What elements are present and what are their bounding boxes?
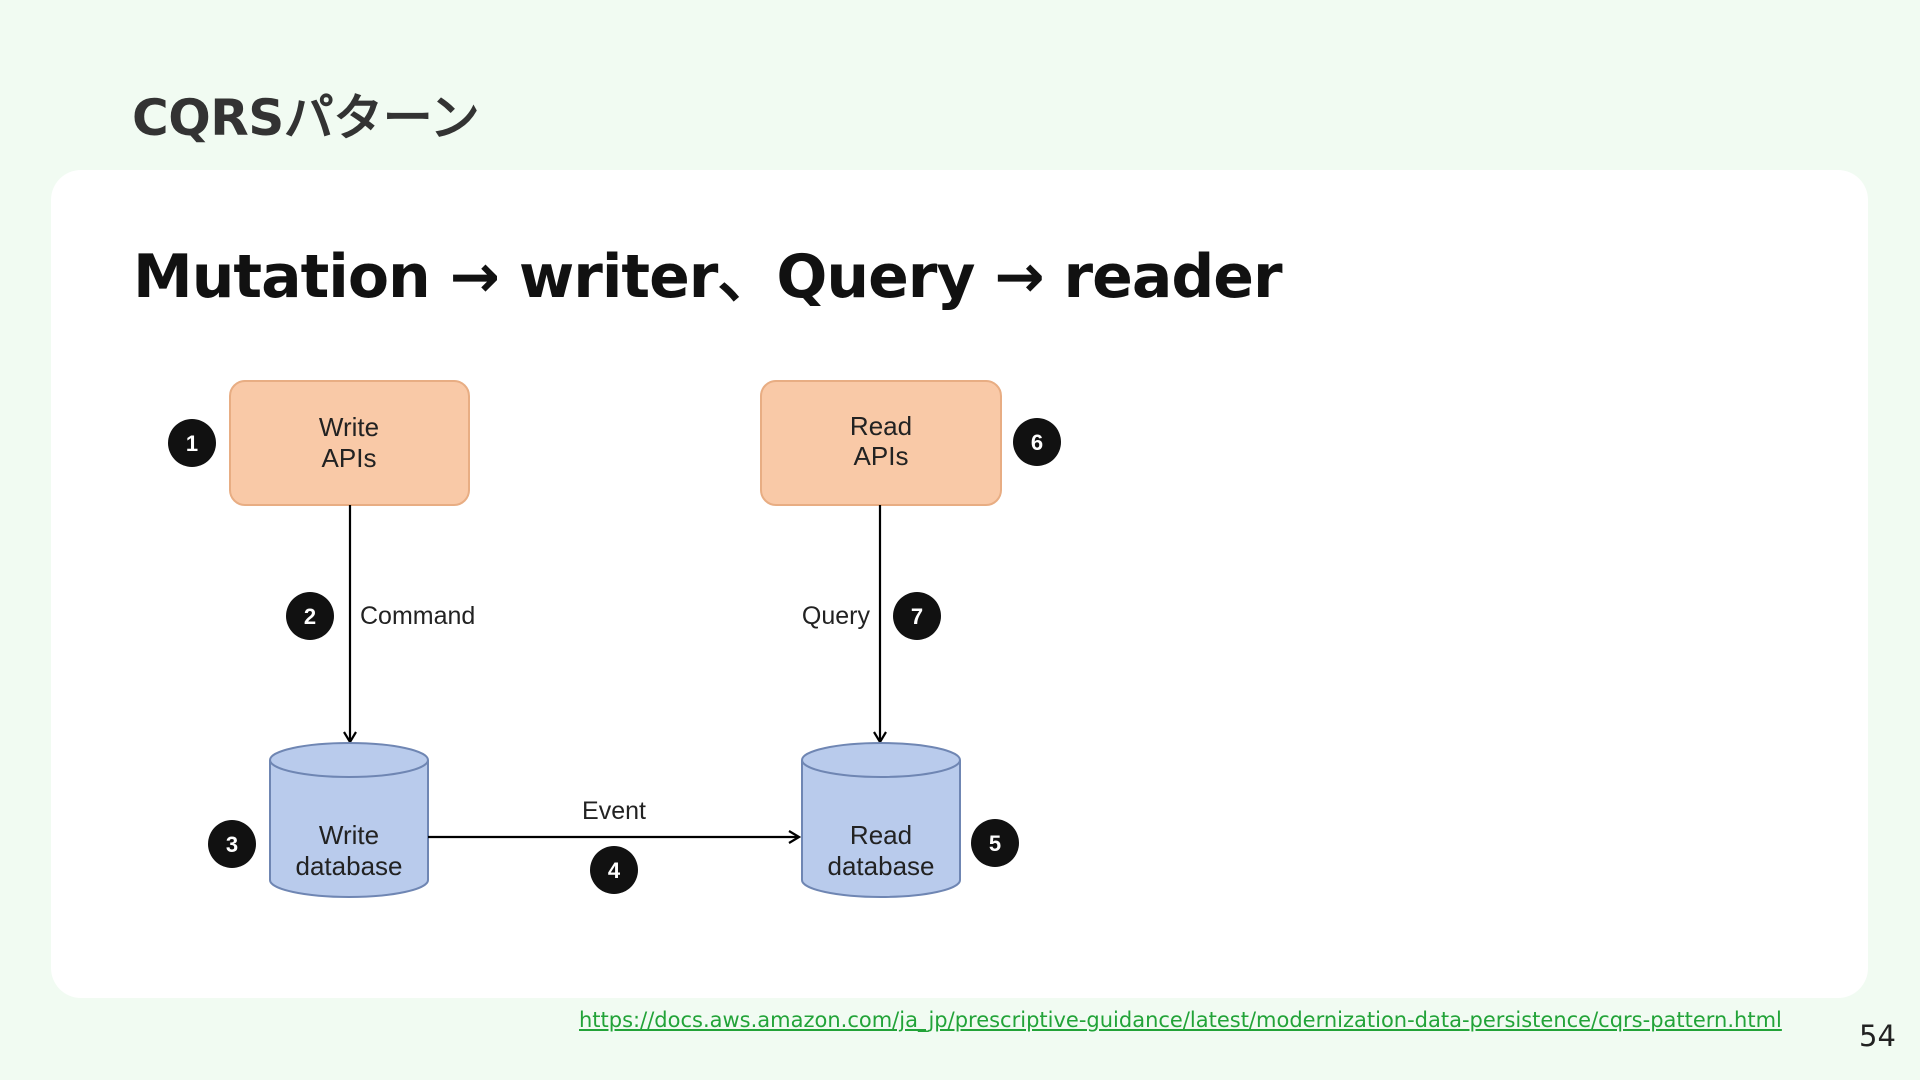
write-database-label-2: database [296, 851, 403, 881]
query-edge: Query [802, 505, 880, 742]
svg-text:7: 7 [911, 604, 923, 629]
slide-title: CQRSパターン [132, 89, 480, 147]
svg-text:6: 6 [1031, 430, 1043, 455]
read-apis-label-1: Read [850, 411, 912, 441]
event-label: Event [582, 797, 646, 825]
headline: Mutation → writer、Query → reader [133, 242, 1283, 312]
read-database-label-1: Read [850, 820, 912, 850]
command-edge: Command [350, 505, 475, 742]
badge-5: 5 [971, 819, 1019, 867]
badge-4: 4 [590, 846, 638, 894]
read-apis-node: Read APIs [760, 380, 1002, 506]
svg-text:3: 3 [226, 832, 238, 857]
write-database-node: Write database [269, 742, 429, 898]
badge-3: 3 [208, 820, 256, 868]
cqrs-diagram: Write APIs 1 Read APIs 6 Command 2 [168, 380, 1061, 898]
content-card: Mutation → writer、Query → reader Write A… [51, 170, 1868, 998]
svg-text:1: 1 [186, 431, 198, 456]
source-link[interactable]: https://docs.aws.amazon.com/ja_jp/prescr… [579, 1008, 1782, 1032]
event-edge: Event [428, 797, 799, 837]
page-number: 54 [1859, 1019, 1896, 1053]
command-label: Command [360, 602, 475, 630]
read-database-node: Read database [801, 742, 961, 898]
query-label: Query [802, 602, 871, 630]
svg-text:4: 4 [608, 858, 621, 883]
badge-1: 1 [168, 419, 216, 467]
badge-7: 7 [893, 592, 941, 640]
read-database-label-2: database [828, 851, 935, 881]
read-apis-label-2: APIs [854, 441, 909, 471]
svg-text:5: 5 [989, 831, 1001, 856]
badge-2: 2 [286, 592, 334, 640]
write-apis-label-1: Write [319, 412, 379, 442]
svg-text:2: 2 [304, 604, 316, 629]
write-database-label-1: Write [319, 820, 379, 850]
badge-6: 6 [1013, 418, 1061, 466]
write-apis-node: Write APIs [229, 380, 470, 506]
write-apis-label-2: APIs [322, 443, 377, 473]
